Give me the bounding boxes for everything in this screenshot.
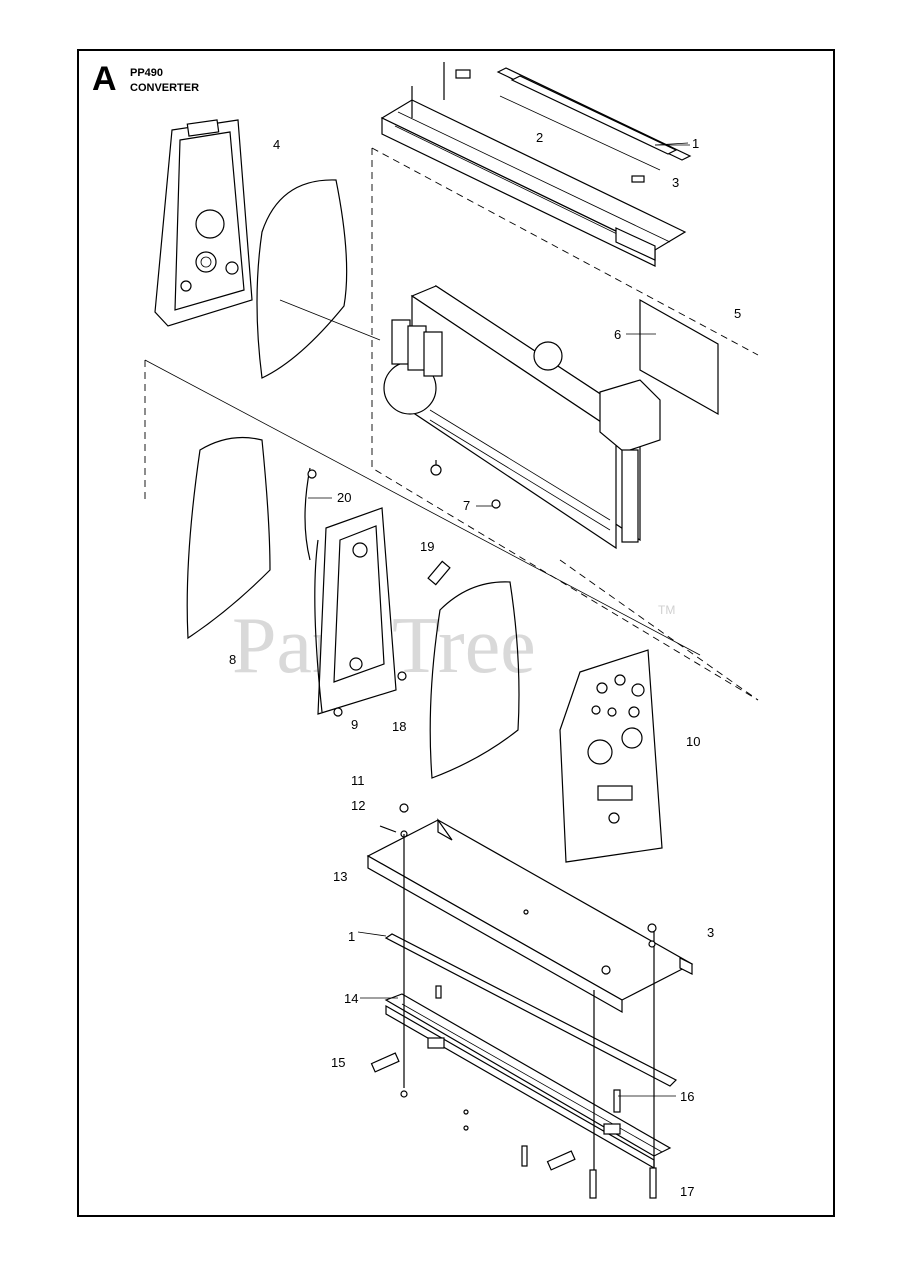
callout-16: 16	[680, 1089, 694, 1104]
control-plate-assembly	[304, 467, 451, 717]
left-end-panel	[154, 119, 253, 327]
base-tray	[366, 803, 694, 1014]
callout-20: 20	[337, 490, 351, 505]
section-letter: A	[92, 60, 117, 98]
callout-18: 18	[392, 719, 406, 734]
callout-1-top: 1	[692, 136, 699, 151]
converter-core	[383, 284, 719, 550]
circuit-board	[639, 298, 719, 416]
model-number: PP490	[130, 67, 164, 79]
right-end-panel	[559, 649, 663, 863]
left-gasket-top	[256, 179, 348, 379]
callout-3-bottom: 3	[707, 925, 714, 940]
callout-3-top: 3	[672, 175, 679, 190]
callout-7: 7	[463, 498, 470, 513]
callout-11: 11	[351, 773, 365, 788]
callout-5: 5	[734, 306, 741, 321]
callout-8: 8	[229, 652, 236, 667]
callout-13: 13	[333, 869, 347, 884]
callout-19: 19	[420, 539, 434, 554]
alignment-line	[144, 359, 701, 656]
callout-12: 12	[351, 798, 365, 813]
callout-6: 6	[614, 327, 621, 342]
callout-1-bottom: 1	[348, 929, 355, 944]
diagram-frame	[77, 49, 835, 1217]
callout-14: 14	[344, 991, 358, 1006]
callout-labels: 1 2 3 4 5 6 7 20 19 8 9 18 10 11 12 13 1…	[229, 130, 741, 1199]
watermark-trademark: TM	[658, 603, 675, 617]
enclosure-dashed-outline	[144, 147, 759, 701]
callout-10: 10	[686, 734, 700, 749]
middle-left-gasket	[186, 436, 271, 640]
right-gasket	[429, 581, 520, 779]
callout-17: 17	[680, 1184, 694, 1199]
bottom-rail-assembly	[370, 834, 678, 1199]
callout-15: 15	[331, 1055, 345, 1070]
callout-2: 2	[536, 130, 543, 145]
top-rail-assembly	[380, 62, 692, 267]
callout-9: 9	[351, 717, 358, 732]
callout-4: 4	[273, 137, 280, 152]
diagram-title: CONVERTER	[130, 82, 200, 94]
leader-lines	[308, 142, 689, 1097]
